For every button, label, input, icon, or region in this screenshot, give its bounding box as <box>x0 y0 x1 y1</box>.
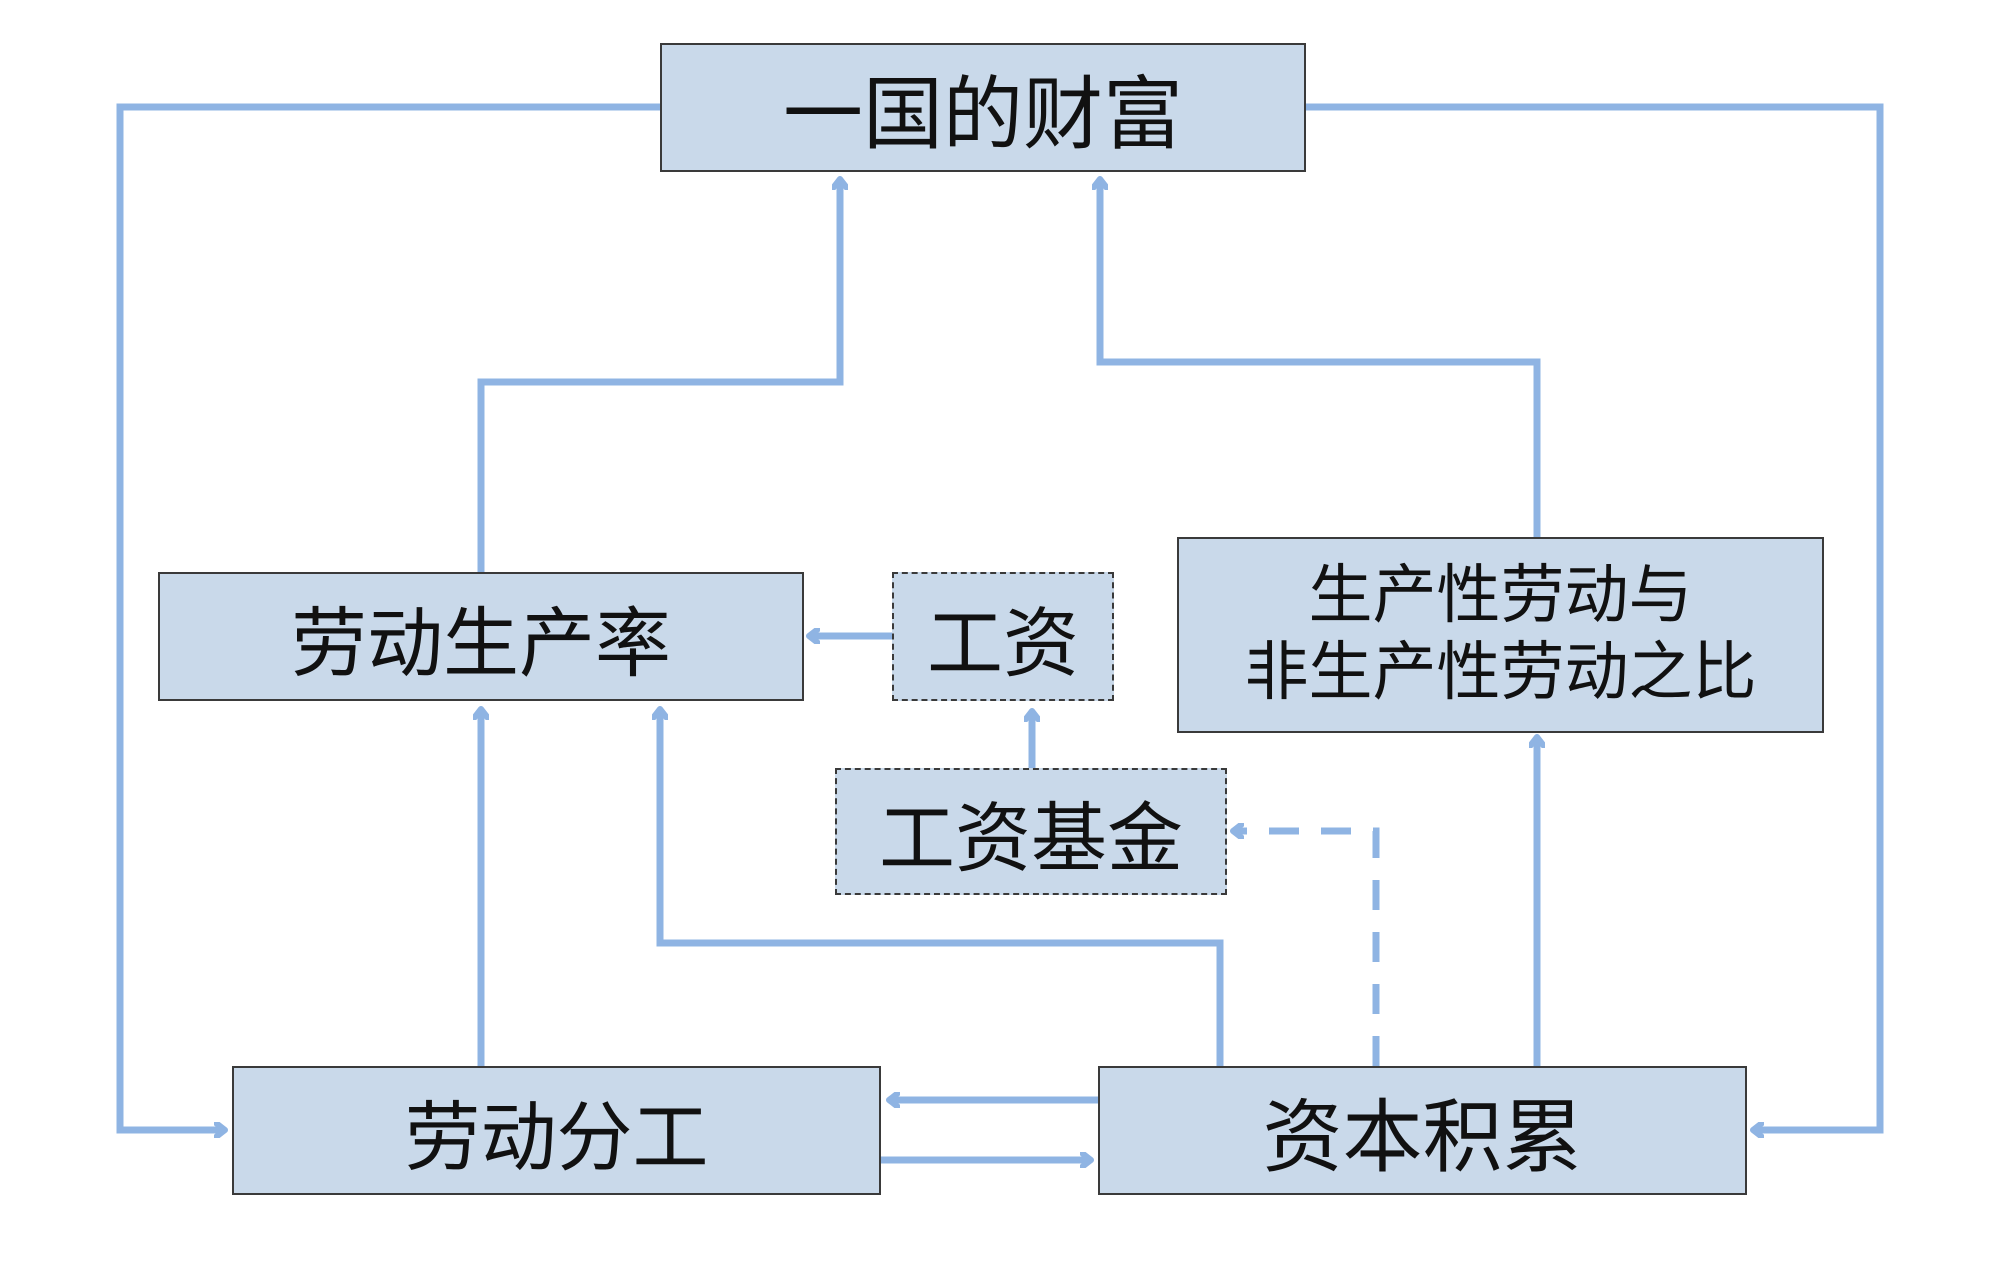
node-labor-productivity-label: 劳动生产率 <box>291 598 671 688</box>
node-wages: 工资 <box>892 572 1114 701</box>
node-labor-productivity: 劳动生产率 <box>158 572 804 701</box>
arrow-wealth-to-division <box>116 103 660 1130</box>
node-productive-ratio: 生产性劳动与 非生产性劳动之比 <box>1177 537 1824 733</box>
arrow-capital-to-wagefund <box>1234 831 1380 1066</box>
arrow-wealth-to-capital <box>1306 103 1884 1130</box>
node-capital-accumulation-label: 资本积累 <box>1262 1090 1583 1184</box>
node-capital-accumulation: 资本积累 <box>1098 1066 1747 1195</box>
node-productive-ratio-line1: 生产性劳动与 <box>1308 559 1693 634</box>
node-wages-label: 工资 <box>927 598 1079 688</box>
node-wage-fund: 工资基金 <box>835 768 1227 895</box>
arrow-ratio-to-wealth <box>1100 180 1541 537</box>
arrow-productivity-to-wealth <box>477 180 840 572</box>
arrow-capital-to-productivity <box>660 710 1224 1066</box>
node-productive-ratio-line2: 非生产性劳动之比 <box>1244 636 1757 710</box>
node-national-wealth: 一国的财富 <box>660 43 1306 172</box>
node-wage-fund-label: 工资基金 <box>879 793 1183 883</box>
node-division-of-labor-label: 劳动分工 <box>404 1092 709 1182</box>
node-national-wealth-label: 一国的财富 <box>783 67 1183 161</box>
node-division-of-labor: 劳动分工 <box>232 1066 881 1195</box>
